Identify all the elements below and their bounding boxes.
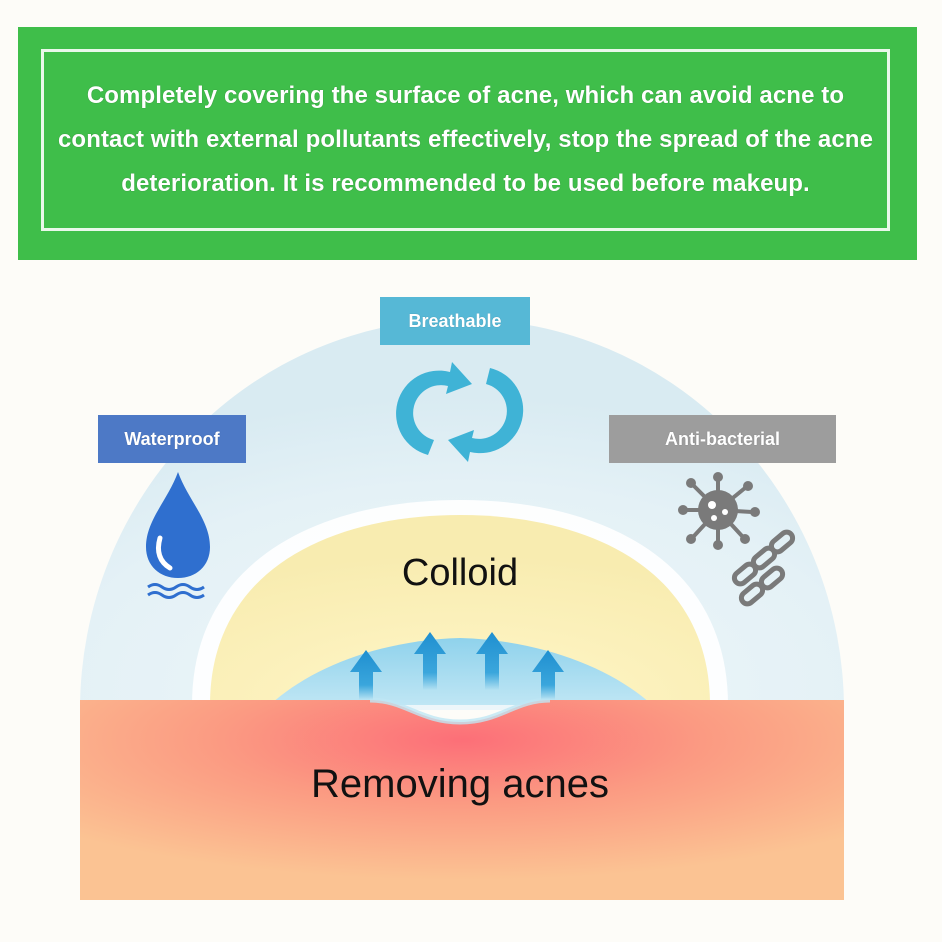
tag-waterproof: Waterproof bbox=[98, 415, 246, 463]
tag-breathable: Breathable bbox=[380, 297, 530, 345]
colloid-label: Colloid bbox=[330, 552, 590, 595]
tag-antibacterial: Anti-bacterial bbox=[609, 415, 836, 463]
removing-acnes-label: Removing acnes bbox=[200, 762, 720, 807]
virus-icon bbox=[678, 472, 760, 550]
